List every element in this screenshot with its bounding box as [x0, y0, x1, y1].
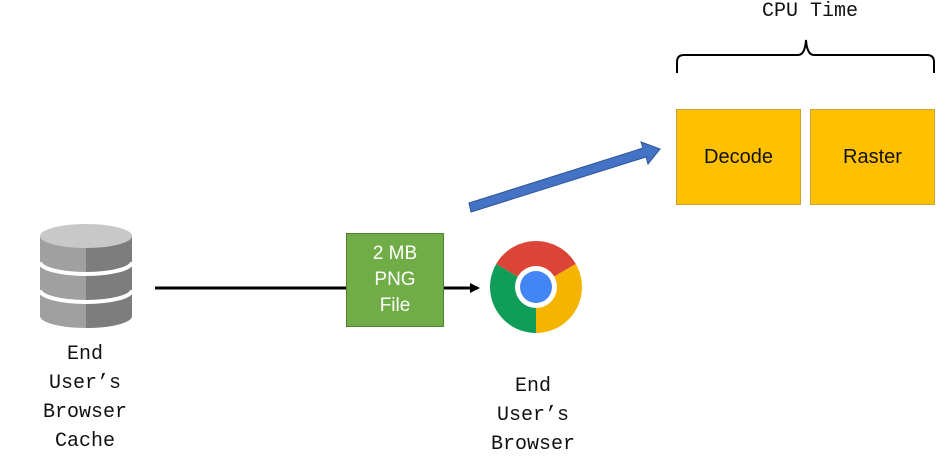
- decode-block: Decode: [676, 109, 801, 205]
- cache-label-line: Cache: [54, 430, 115, 453]
- cache-label-line: User’s: [48, 372, 121, 395]
- file-size-text: 2 MB: [372, 243, 418, 264]
- cache-label-line: Browser: [42, 401, 127, 424]
- to-cpu-arrow: [468, 141, 661, 213]
- database-icon: [38, 224, 134, 328]
- cache-label-line: End: [66, 343, 103, 366]
- browser-label-line: End: [514, 375, 551, 398]
- browser-label-line: User’s: [496, 404, 569, 427]
- cpu-time-brace: [676, 39, 935, 73]
- browser-label-line: Browser: [490, 433, 575, 456]
- cpu-time-label: CPU Time: [761, 0, 858, 23]
- file-type-text: PNG: [374, 269, 416, 290]
- chrome-icon: [490, 241, 582, 333]
- cache-label: End User’s Browser Cache: [20, 340, 150, 456]
- png-file-box: 2 MB PNG File: [346, 233, 444, 327]
- raster-block: Raster: [810, 109, 935, 205]
- file-word-text: File: [379, 295, 411, 316]
- browser-label: End User’s Browser: [468, 372, 598, 459]
